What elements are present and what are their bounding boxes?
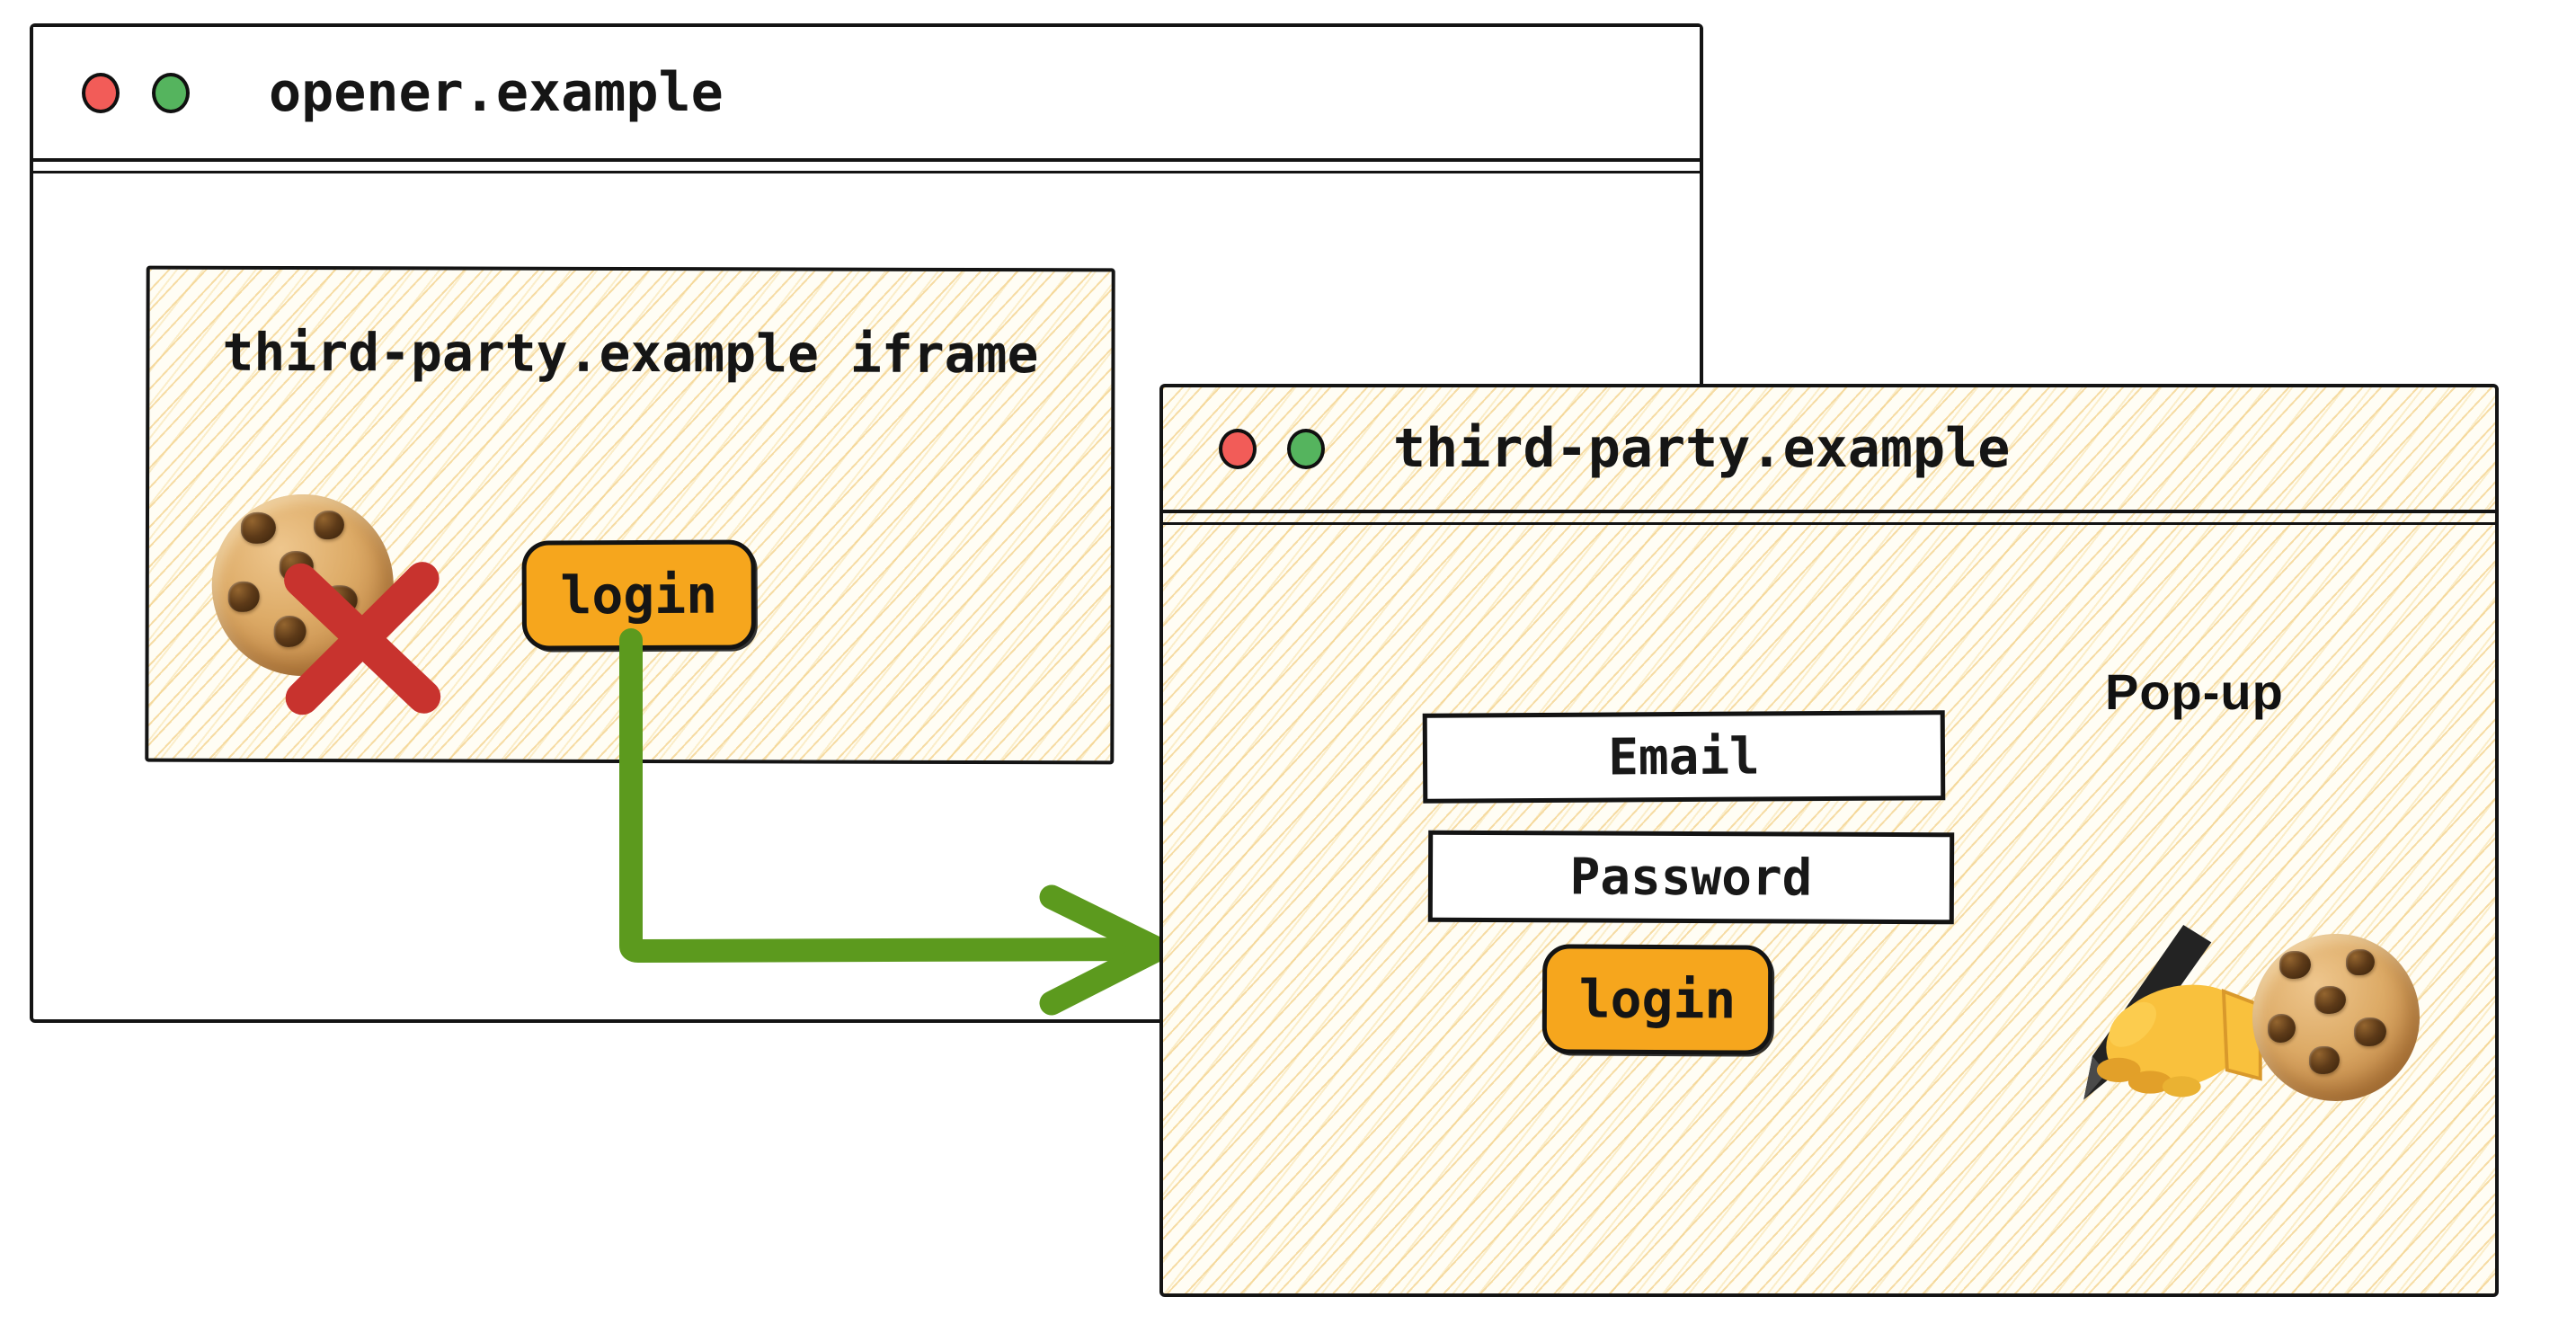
third-party-iframe: third-party.example iframe login xyxy=(145,265,1115,765)
opener-window-title: opener.example xyxy=(269,61,724,124)
titlebar-divider xyxy=(1163,522,2495,525)
popup-login-button[interactable]: login xyxy=(1541,944,1773,1055)
email-input[interactable]: Email xyxy=(1422,710,1946,804)
cookie-chip xyxy=(314,511,345,540)
cookie-icon xyxy=(2252,934,2420,1101)
opener-titlebar: opener.example xyxy=(33,27,1700,162)
writing-hand-icon xyxy=(2083,924,2262,1100)
password-input[interactable]: Password xyxy=(1427,830,1955,925)
popup-titlebar: third-party.example xyxy=(1163,387,2495,513)
maximize-window-icon[interactable] xyxy=(1287,428,1325,469)
close-window-icon[interactable] xyxy=(82,72,120,113)
cookie-chip xyxy=(241,512,276,544)
titlebar-divider xyxy=(33,171,1700,173)
cookie-chip xyxy=(2346,948,2375,976)
close-window-icon[interactable] xyxy=(1219,428,1257,469)
popup-window-title: third-party.example xyxy=(1393,417,2011,480)
popup-window: third-party.example Pop-up Email Passwor… xyxy=(1159,384,2499,1297)
cookie-chip xyxy=(227,581,260,613)
iframe-label: third-party.example iframe xyxy=(222,321,1039,386)
popup-badge: Pop-up xyxy=(2105,663,2284,720)
cookie-chip xyxy=(2267,1014,2296,1043)
cookie-chip xyxy=(2309,1045,2340,1075)
cookie-chip xyxy=(2314,985,2347,1015)
maximize-window-icon[interactable] xyxy=(152,72,190,113)
x-mark-icon xyxy=(284,562,441,715)
cookie-chip xyxy=(2354,1017,2386,1046)
iframe-login-button[interactable]: login xyxy=(521,539,757,651)
cookie-chip xyxy=(2278,950,2312,980)
